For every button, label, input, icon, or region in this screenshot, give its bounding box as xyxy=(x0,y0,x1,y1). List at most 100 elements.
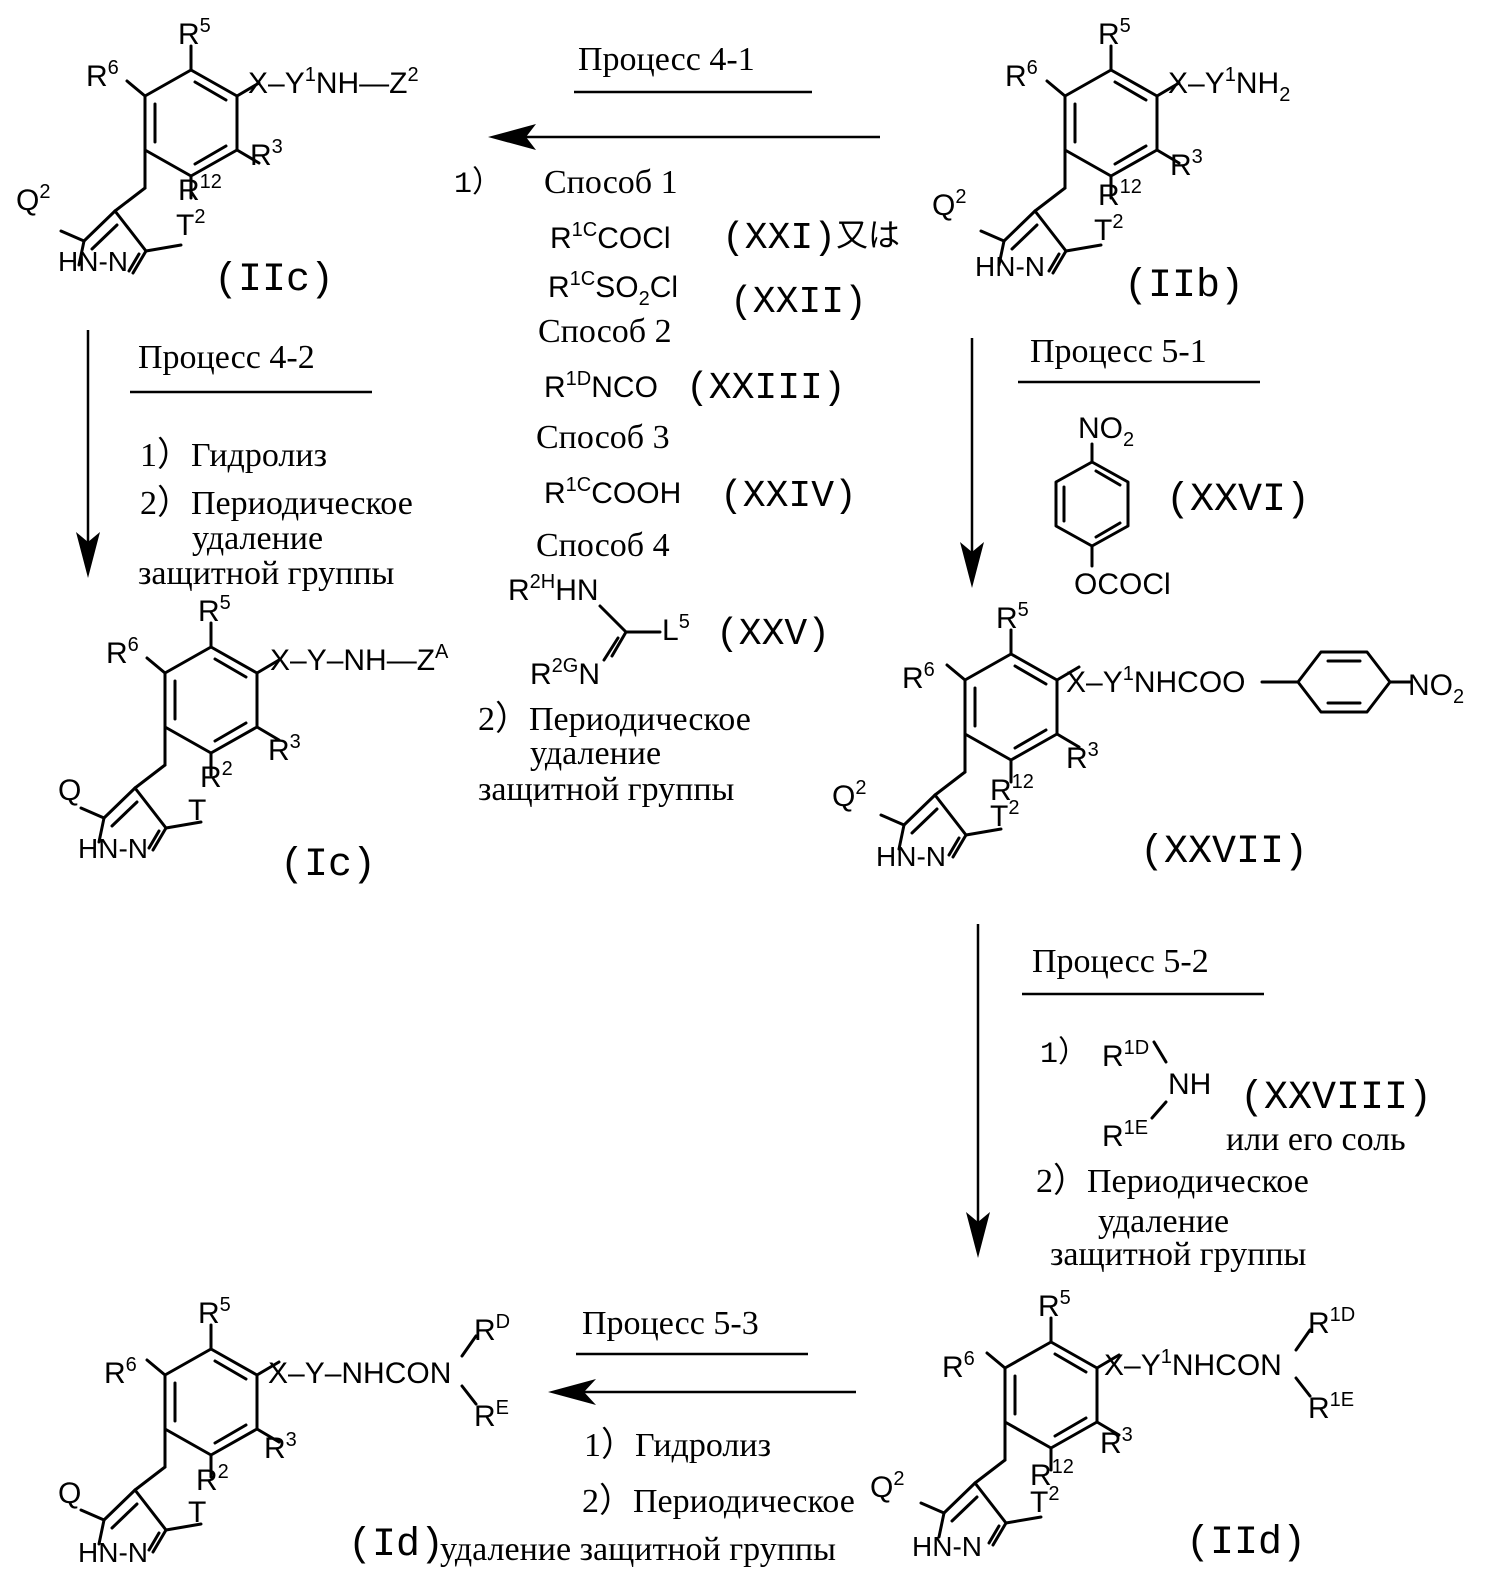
process-4-1-method4: Способ 4 xyxy=(536,527,670,564)
molecule-IIb: R5 R6 X–Y1NH2 R3 R12 T2 Q2 HN-N (IIb) xyxy=(932,15,1290,309)
process-4-1-step1: 1） xyxy=(454,166,502,202)
IIc-t: T2 xyxy=(176,206,205,242)
Ic-r2: R2 xyxy=(200,758,233,794)
XXVII-sidechain: X–Y1NHCOO xyxy=(1066,663,1246,699)
process-5-1-title: Процесс 5-1 xyxy=(1030,333,1207,370)
label-XXII: (XXII) xyxy=(730,281,867,324)
process-5-2: Процесс 5-2 1） R1D NH R1E (XXVIII) или е… xyxy=(966,924,1432,1273)
Ic-r3: R3 xyxy=(268,731,301,767)
process-4-2-step2: 2）Периодическое xyxy=(140,484,413,522)
process-5-2-salt: или его соль xyxy=(1226,1121,1406,1158)
XXVII-r5: R5 xyxy=(996,599,1029,635)
IId-q: Q2 xyxy=(870,1468,904,1504)
Id-q: Q xyxy=(58,1477,81,1510)
IId-r6: R6 xyxy=(942,1348,975,1384)
IIb-r12: R12 xyxy=(1098,176,1142,212)
IId-r1e: R1E xyxy=(1308,1389,1354,1425)
process-5-2-title: Процесс 5-2 xyxy=(1032,943,1209,980)
Ic-sidechain: X–Y–NH—ZA xyxy=(270,641,449,677)
process-5-2-step2c: защитной группы xyxy=(1050,1236,1307,1273)
process-4-1-title: Процесс 4-1 xyxy=(578,41,755,78)
molecule-IIc: R5 R6 X–Y1NH—Z2 R3 R12 T2 Q2 HN-N (IIc) xyxy=(16,15,419,303)
Id-r3: R3 xyxy=(264,1429,297,1465)
process-5-3: Процесс 5-3 1）Гидролиз 2）Периодическое у… xyxy=(440,1305,856,1568)
reagent-XXIV: R1CCOOH xyxy=(544,474,681,510)
process-5-3-title: Процесс 5-3 xyxy=(582,1305,759,1342)
process-4-2: Процесс 4-2 1）Гидролиз 2）Периодическое у… xyxy=(76,330,413,592)
molecule-IId: R5 R6 X–Y1NHCON R1D R1E R3 R12 T2 Q2 HN-… xyxy=(870,1287,1355,1566)
process-4-1-method3: Способ 3 xyxy=(536,419,670,456)
process-5-2-step1: 1） xyxy=(1040,1036,1088,1072)
IId-r5: R5 xyxy=(1038,1287,1071,1323)
Id-sidechain: X–Y–NHCON xyxy=(268,1357,451,1390)
process-4-1-step2c: защитной группы xyxy=(478,771,735,808)
Id-hn: HN-N xyxy=(78,1537,148,1568)
process-4-2-step1: 1）Гидролиз xyxy=(140,436,327,474)
XXVII-q: Q2 xyxy=(832,777,866,813)
Id-rd: RD xyxy=(474,1311,510,1347)
XXVII-label: (XXVII) xyxy=(1140,830,1308,875)
molecule-XXVII: R5 R6 X–Y1NHCOO NO2 R3 R12 T2 Q2 HN-N (X… xyxy=(832,599,1464,875)
IId-r3: R3 xyxy=(1100,1424,1133,1460)
process-5-2-step2b: удаление xyxy=(1098,1203,1229,1240)
IIc-r5: R5 xyxy=(178,15,211,51)
IIb-q: Q2 xyxy=(932,186,966,222)
Ic-q: Q xyxy=(58,774,81,807)
IIc-sidechain: X–Y1NH—Z2 xyxy=(248,64,419,100)
molecule-Id: R5 R6 X–Y–NHCON RD RE R3 R2 T Q HN-N (Id… xyxy=(58,1294,510,1568)
Id-re: RE xyxy=(474,1397,509,1433)
reagent-XXVIII-r1e: R1E xyxy=(1102,1117,1148,1153)
IIb-t: T2 xyxy=(1094,211,1123,247)
IId-t: T2 xyxy=(1030,1483,1059,1519)
reagent-XXIII: R1DNCO xyxy=(544,368,658,404)
IIc-r6: R6 xyxy=(86,57,119,93)
Ic-r5: R5 xyxy=(198,592,231,628)
process-4-1-or: 又は xyxy=(836,217,900,253)
process-4-2-title: Процесс 4-2 xyxy=(138,339,315,376)
IIc-q: Q2 xyxy=(16,181,50,217)
Id-r2: R2 xyxy=(196,1461,229,1497)
reagent-XXV-l5: L5 xyxy=(662,611,690,647)
process-4-1-method1: Способ 1 xyxy=(544,164,678,201)
reagent-XXII: R1CSO2Cl xyxy=(548,268,678,310)
IIb-r5: R5 xyxy=(1098,15,1131,51)
IIb-label: (IIb) xyxy=(1124,264,1244,309)
label-XXIV: (XXIV) xyxy=(720,475,857,518)
Id-t: T xyxy=(188,1496,206,1529)
reagent-XXVIII-r1d: R1D xyxy=(1102,1037,1149,1073)
molecule-Ic: R5 R6 X–Y–NH—ZA R3 R2 T Q HN-N (Ic) xyxy=(58,592,449,888)
IId-r1d: R1D xyxy=(1308,1304,1355,1340)
IIc-hn: HN-N xyxy=(58,246,128,277)
process-4-1-step2: 2）Периодическое xyxy=(478,700,751,738)
IIb-r3: R3 xyxy=(1170,146,1203,182)
XXVII-t: T2 xyxy=(990,797,1019,833)
label-XXI: (XXI) xyxy=(722,217,836,260)
process-5-3-step1: 1）Гидролиз xyxy=(584,1426,771,1464)
IId-hn: HN-N xyxy=(912,1531,982,1562)
process-5-2-step2: 2）Периодическое xyxy=(1036,1162,1309,1200)
Ic-label: (Ic) xyxy=(280,843,376,888)
XXVII-hn: HN-N xyxy=(876,841,946,872)
Ic-t: T xyxy=(188,794,206,827)
IIb-sidechain: X–Y1NH2 xyxy=(1168,64,1290,106)
IIc-r12: R12 xyxy=(178,171,222,207)
Id-r6: R6 xyxy=(104,1354,137,1390)
Id-label: (Id) xyxy=(348,1523,444,1568)
reagent-XXI: R1CCOCl xyxy=(550,219,671,255)
label-XXV: (XXV) xyxy=(716,613,830,656)
Id-r5: R5 xyxy=(198,1294,231,1330)
reagent-XXV-r2g: R2GN xyxy=(530,655,600,691)
IIb-hn: HN-N xyxy=(975,251,1045,282)
reagent-XXVI-ococl: OCOCl xyxy=(1074,568,1171,601)
process-5-3-step2: 2）Периодическое xyxy=(582,1482,855,1520)
IIc-r3: R3 xyxy=(250,136,283,172)
label-XXVI: (XXVI) xyxy=(1166,478,1310,523)
Ic-hn: HN-N xyxy=(78,833,148,864)
Ic-r6: R6 xyxy=(106,634,139,670)
process-4-2-step2b: удаление xyxy=(192,520,323,557)
XXVII-r3: R3 xyxy=(1066,739,1099,775)
IIc-label: (IIc) xyxy=(214,258,334,303)
label-XXIII: (XXIII) xyxy=(686,367,846,410)
reagent-XXVIII-nh: NH xyxy=(1168,1068,1211,1101)
